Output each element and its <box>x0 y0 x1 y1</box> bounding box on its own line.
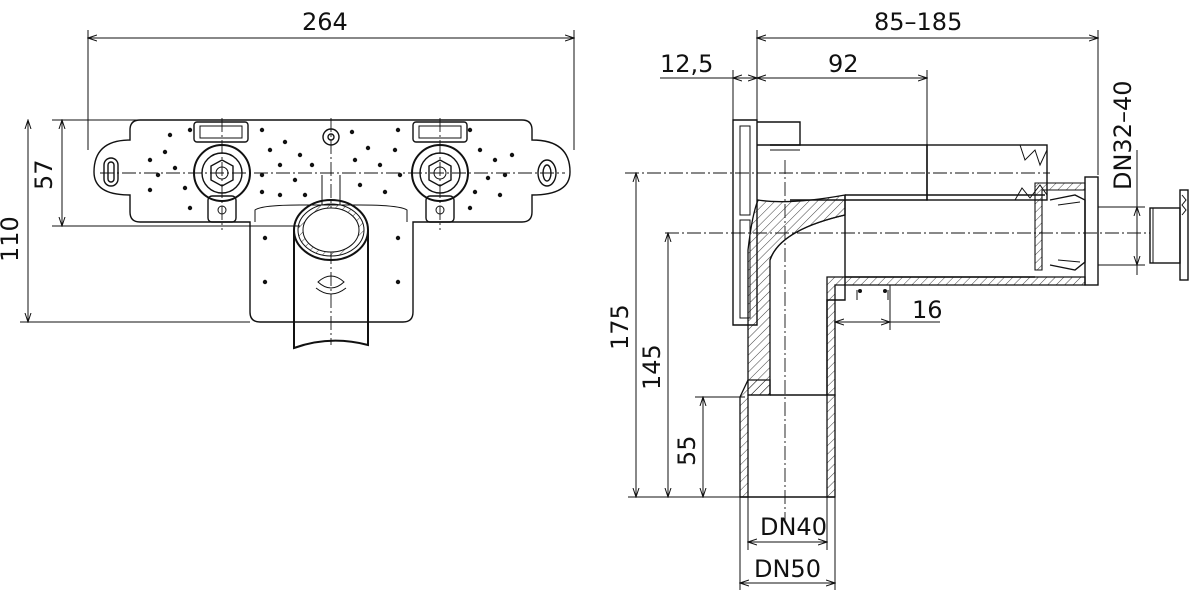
dim-side-depth-label: 92 <box>828 50 859 78</box>
dim-front-width-label: 264 <box>302 8 348 36</box>
slot-right <box>537 159 557 187</box>
dim-front-height-upper: 57 <box>30 120 62 226</box>
dim-side-dn50-label: DN50 <box>754 555 821 583</box>
dim-side-height-55: 55 <box>673 397 703 497</box>
valve-bracket-left <box>193 121 251 223</box>
dim-side-step-label: 16 <box>912 296 943 324</box>
mounting-holes <box>147 127 515 285</box>
side-lower-socket <box>739 379 836 498</box>
slot-left <box>103 157 119 187</box>
valve-bracket-right <box>411 121 469 223</box>
dim-side-total-height-label: 175 <box>606 304 634 350</box>
dim-side-height-145: 145 <box>638 233 668 497</box>
mounting-plate <box>93 119 571 323</box>
side-view: 85–185 12,5 92 DN32–40 <box>606 8 1189 590</box>
dim-side-offset: 12,5 <box>660 50 757 78</box>
dim-side-depth-range: 85–185 <box>757 8 1098 38</box>
dim-side-outlet-dn: DN32–40 <box>1109 80 1137 275</box>
dim-side-depth: 92 <box>757 50 927 78</box>
dim-side-depth-range-label: 85–185 <box>874 8 962 36</box>
side-outlet-pipe <box>826 176 1099 396</box>
dim-front-width: 264 <box>88 8 574 38</box>
side-inlet-tube <box>770 144 1048 201</box>
dim-side-step: 16 <box>835 296 943 324</box>
dim-side-total-height: 175 <box>606 173 636 497</box>
dim-side-dn40: DN40 <box>748 513 827 542</box>
front-view: 264 57 110 <box>0 8 574 350</box>
dim-front-height-total: 110 <box>0 120 28 322</box>
dim-side-height-55-label: 55 <box>673 435 701 466</box>
dim-side-outlet-dn-label: DN32–40 <box>1109 80 1137 190</box>
dim-front-height-upper-label: 57 <box>30 159 58 190</box>
dim-side-dn50: DN50 <box>740 555 835 583</box>
side-plug <box>1149 189 1189 281</box>
front-pipe <box>293 199 369 350</box>
dim-front-height-total-label: 110 <box>0 216 24 262</box>
dim-side-dn40-label: DN40 <box>760 513 827 541</box>
dim-side-height-145-label: 145 <box>638 344 666 390</box>
dim-side-offset-label: 12,5 <box>660 50 713 78</box>
